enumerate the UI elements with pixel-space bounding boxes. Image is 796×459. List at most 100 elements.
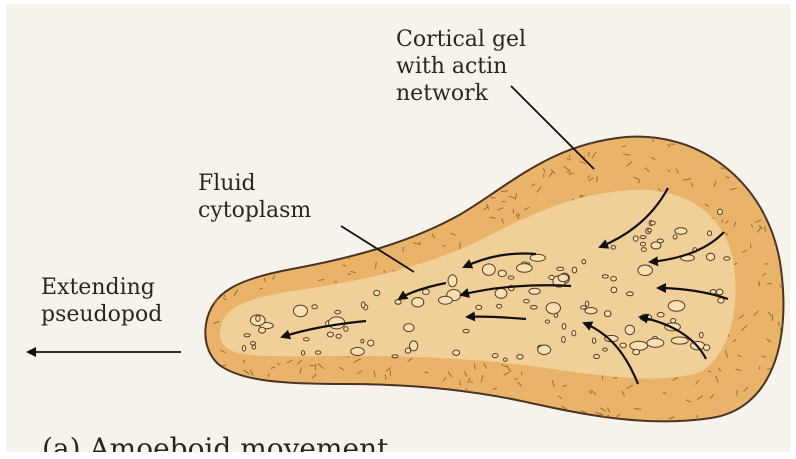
granule — [640, 242, 645, 246]
cortical-gel-label: Cortical gel with actin network — [396, 26, 526, 107]
actin-fiber — [726, 138, 729, 142]
actin-fiber — [309, 409, 312, 413]
actin-fiber — [775, 215, 779, 216]
granule — [368, 340, 374, 346]
actin-fiber — [288, 134, 294, 138]
granule — [724, 257, 730, 260]
granule — [530, 254, 545, 261]
cortical-gel-label-line2: with actin — [396, 54, 507, 79]
actin-fiber — [344, 194, 347, 198]
actin-fiber — [463, 184, 469, 187]
actin-fiber — [385, 146, 387, 149]
actin-fiber — [498, 416, 502, 418]
granule — [497, 304, 502, 308]
actin-fiber — [522, 409, 527, 415]
actin-fiber — [355, 210, 360, 215]
actin-fiber — [302, 395, 309, 399]
actin-fiber — [213, 231, 218, 233]
actin-fiber — [226, 253, 229, 258]
actin-fiber — [448, 202, 450, 207]
actin-fiber — [356, 411, 359, 413]
actin-fiber — [333, 234, 337, 237]
actin-fiber — [380, 401, 382, 406]
actin-fiber — [360, 408, 363, 415]
granule — [668, 301, 685, 312]
actin-fiber — [199, 302, 204, 306]
actin-fiber — [265, 402, 267, 407]
granule — [638, 265, 653, 276]
granule — [572, 331, 576, 336]
actin-fiber — [398, 172, 402, 174]
actin-fiber — [268, 262, 272, 263]
extending-pseudopod-label-line2: pseudopod — [41, 302, 162, 327]
actin-fiber — [767, 283, 772, 284]
actin-fiber — [478, 162, 483, 167]
actin-fiber — [301, 250, 305, 252]
actin-fiber — [345, 388, 349, 389]
actin-fiber — [374, 166, 378, 167]
actin-fiber — [479, 423, 482, 424]
actin-fiber — [278, 244, 281, 247]
actin-fiber — [354, 200, 357, 203]
granule — [503, 358, 507, 361]
granule — [495, 288, 507, 298]
granule — [361, 339, 364, 343]
actin-fiber — [275, 133, 280, 138]
actin-fiber — [239, 236, 242, 239]
actin-fiber — [471, 407, 473, 410]
actin-fiber — [760, 400, 764, 406]
actin-fiber — [390, 404, 394, 407]
granule — [585, 308, 597, 314]
actin-fiber — [302, 425, 303, 429]
extending-pseudopod-label: Extending pseudopod — [41, 274, 162, 328]
actin-fiber — [267, 227, 272, 229]
actin-fiber — [406, 134, 411, 139]
actin-fiber — [293, 130, 300, 134]
actin-fiber — [763, 167, 769, 170]
granule — [630, 341, 648, 350]
actin-fiber — [472, 198, 476, 201]
granule — [699, 332, 703, 338]
actin-fiber — [301, 140, 304, 141]
actin-fiber — [497, 148, 502, 150]
actin-fiber — [339, 203, 341, 207]
actin-fiber — [443, 402, 448, 404]
granule — [706, 253, 714, 260]
actin-fiber — [247, 400, 250, 407]
actin-fiber — [498, 163, 504, 164]
granule — [592, 338, 595, 343]
actin-fiber — [780, 257, 786, 258]
actin-fiber — [492, 169, 496, 170]
actin-fiber — [208, 366, 211, 368]
actin-fiber — [206, 231, 208, 234]
actin-fiber — [385, 139, 388, 140]
granule — [604, 311, 611, 317]
actin-fiber — [523, 156, 525, 160]
granule — [650, 221, 655, 225]
granule — [351, 347, 364, 355]
granule — [671, 337, 688, 344]
granule — [374, 290, 380, 296]
actin-fiber — [775, 182, 779, 184]
granule — [657, 239, 663, 243]
granule — [304, 338, 310, 341]
actin-fiber — [437, 208, 439, 213]
actin-fiber — [252, 233, 258, 236]
granule — [524, 299, 530, 303]
actin-fiber — [547, 423, 551, 426]
granule — [498, 270, 506, 276]
actin-fiber — [231, 130, 234, 131]
actin-fiber — [527, 130, 531, 131]
granule — [545, 320, 549, 323]
actin-fiber — [201, 388, 205, 389]
granule — [657, 313, 664, 318]
granule — [438, 296, 452, 304]
actin-fiber — [399, 160, 401, 163]
actin-fiber — [435, 210, 436, 213]
actin-fiber — [204, 260, 205, 265]
actin-fiber — [555, 411, 562, 414]
actin-fiber — [273, 403, 277, 409]
actin-fiber — [566, 426, 570, 429]
actin-fiber — [430, 204, 434, 210]
actin-fiber — [747, 421, 748, 426]
